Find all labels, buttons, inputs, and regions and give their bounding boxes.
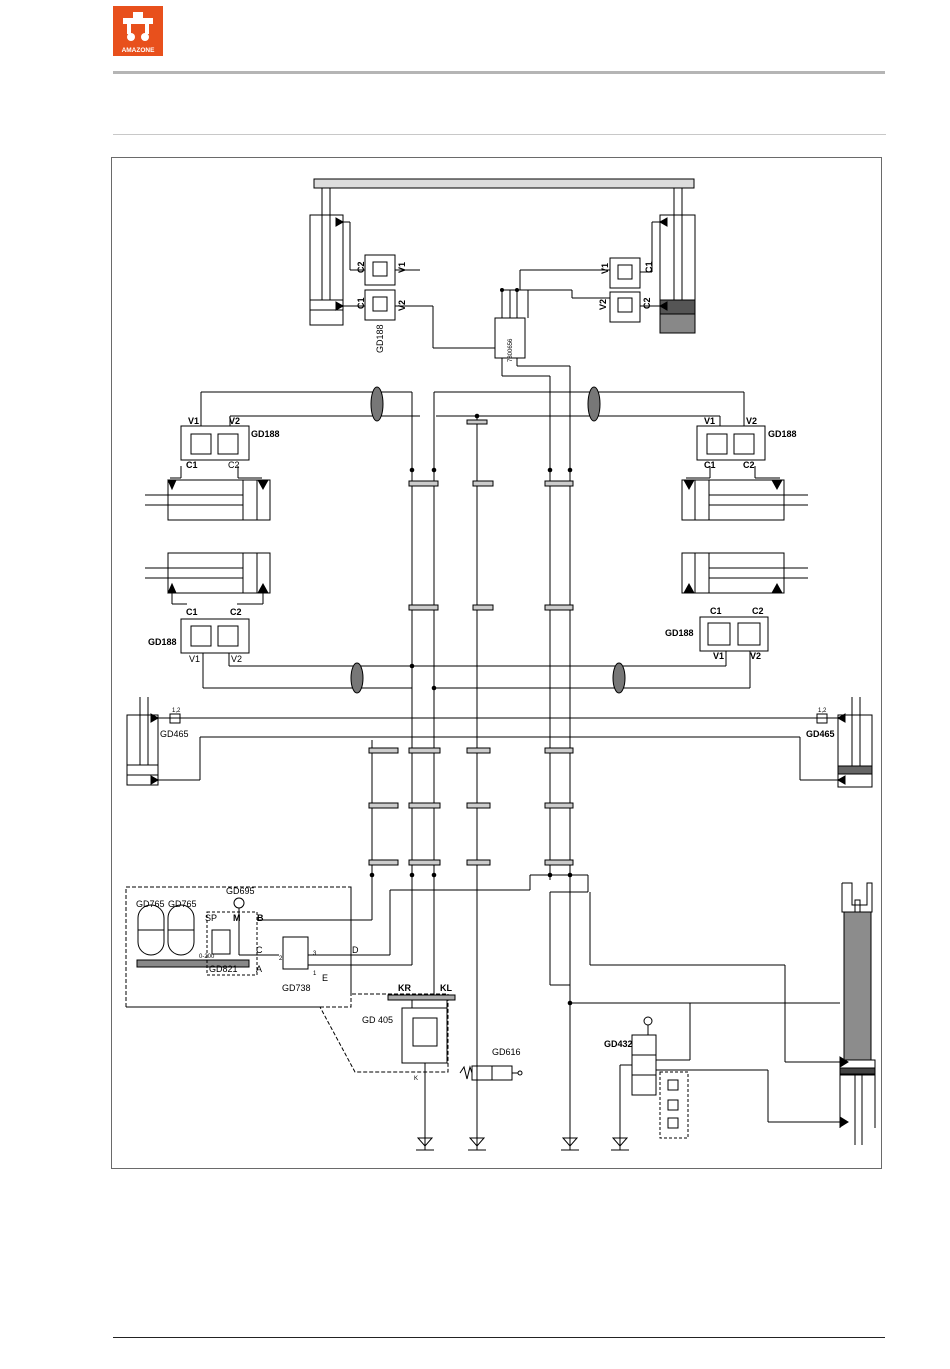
label-gd188-lr: GD188: [665, 628, 694, 638]
gd695-gauge: [234, 898, 244, 908]
top-right-cylinder: [660, 188, 695, 333]
label-gd765-a: GD765: [136, 899, 165, 909]
label-c2-ll: C2: [230, 607, 242, 617]
label-gd821: GD821: [209, 964, 238, 974]
gd738-valve: [283, 937, 308, 969]
label-gd432: GD432: [604, 1039, 633, 1049]
label-gd188-ur: GD188: [768, 429, 797, 439]
pressure-group-dashed-right: [351, 887, 448, 994]
label-gd188-ll: GD188: [148, 637, 177, 647]
label-ratio-right: 1,2: [818, 708, 827, 714]
kr-kl-rail: [388, 995, 455, 1000]
pressure-group-dashed-bottom: [126, 994, 448, 1072]
lift-cylinder: [840, 883, 875, 1145]
label-v1-ul: V1: [188, 416, 199, 426]
junction-dots: [370, 288, 573, 1005]
label-v2-top-left: V2: [397, 300, 407, 311]
clamp-upper-right: [588, 387, 600, 421]
cylinder-upper-left: [145, 480, 270, 520]
tank-symbols: [416, 1138, 629, 1150]
clamp-lower-right: [613, 663, 625, 693]
label-c1-top-left: C1: [356, 297, 366, 309]
label-k: K: [414, 1076, 418, 1082]
valve-top-left: [343, 222, 495, 348]
label-v2-lr: V2: [750, 651, 761, 661]
label-e: E: [322, 973, 328, 983]
label-port-1: 1: [313, 971, 317, 977]
top-left-cylinder: [310, 188, 343, 325]
label-v1-top-left: V1: [397, 262, 407, 273]
label-port-3: 3: [313, 951, 317, 957]
valve-gd188-upper-left: [170, 426, 262, 478]
label-v1-lr: V1: [713, 651, 724, 661]
label-c1-ll: C1: [186, 607, 198, 617]
cylinder-upper-right: [682, 480, 808, 520]
label-kl: KL: [440, 983, 452, 993]
label-c2-ur: C2: [743, 460, 755, 470]
gd432-valve: [632, 1035, 656, 1095]
cylinder-lower-right: [682, 553, 808, 593]
label-gd405: GD 405: [362, 1015, 393, 1025]
label-gd765-b: GD765: [168, 899, 197, 909]
label-v2-top-right: V2: [598, 299, 608, 310]
valve-gd188-upper-right: [686, 426, 780, 478]
label-a: A: [256, 964, 262, 974]
label-gd738: GD738: [282, 983, 311, 993]
label-kr: KR: [398, 983, 411, 993]
valve-gd188-lower-left: [181, 619, 434, 688]
accumulator-1: [138, 905, 164, 955]
label-c2-top-right: C2: [642, 297, 652, 309]
label-v2-ur: V2: [746, 416, 757, 426]
sp-valve: [212, 930, 230, 954]
label-sp: SP: [205, 913, 217, 923]
label-range: 0-200: [199, 954, 215, 960]
label-v2-ul: V2: [229, 416, 240, 426]
valve-top-right: [520, 222, 660, 322]
label-gd695: GD695: [226, 886, 255, 896]
clamp-upper-left: [371, 387, 383, 421]
label-c1-ul: C1: [186, 460, 198, 470]
label-port-2: 2: [279, 956, 283, 962]
label-d: D: [352, 945, 359, 955]
trunk-clamps: [369, 420, 573, 865]
label-c1-ur: C1: [704, 460, 716, 470]
diagram-labels: C2 C1 V1 V2 GD188 V1 V2 C1 C2 7800656 V1…: [136, 261, 835, 1082]
label-gd188-top-left: GD188: [375, 324, 385, 353]
label-c2-lr: C2: [752, 606, 764, 616]
label-v1-top-right: V1: [600, 263, 610, 274]
label-v2-ll: V2: [231, 654, 242, 664]
label-c2-ul: C2: [228, 460, 240, 470]
accumulator-2: [168, 905, 194, 955]
label-gd188-ul: GD188: [251, 429, 280, 439]
label-gd616: GD616: [492, 1047, 521, 1057]
clamp-lower-left: [351, 663, 363, 693]
label-part-number: 7800656: [508, 338, 514, 362]
divider-valve-7800656: [495, 290, 570, 880]
label-c1-lr: C1: [710, 606, 722, 616]
label-b: B: [257, 913, 264, 923]
label-c2-top-left: C2: [356, 261, 366, 273]
label-c1-top-right: C1: [644, 261, 654, 273]
label-gd465-right: GD465: [806, 729, 835, 739]
top-beam: [314, 179, 694, 188]
label-c: C: [256, 945, 263, 955]
label-gd465-left: GD465: [160, 729, 189, 739]
label-v1-ll: V1: [189, 654, 200, 664]
label-v1-ur: V1: [704, 416, 715, 426]
label-m: M: [233, 913, 241, 923]
gd405-flow-divider: [402, 1008, 447, 1063]
cylinder-lower-left: [145, 553, 270, 604]
label-ratio-left: 1,2: [172, 708, 181, 714]
